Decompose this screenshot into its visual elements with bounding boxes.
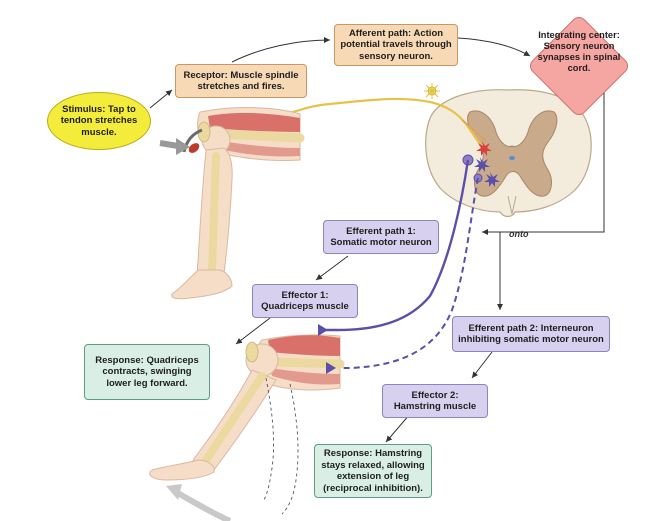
motor-neuron-paths <box>320 159 479 369</box>
central-canal <box>509 156 515 160</box>
spinal-cord-cross-section <box>425 89 592 218</box>
response-2-text: Response: Hamstring stays relaxed, allow… <box>321 448 425 494</box>
arrow-receptor-to-afferent <box>231 37 331 63</box>
afferent-path-label: Afferent path: Action potential travels … <box>334 24 458 66</box>
efferent-path-2-label: Efferent path 2: Interneuron inhibiting … <box>452 316 610 352</box>
arrow-afferent-to-integrating <box>457 37 531 57</box>
arrow-integrating-to-efferent <box>482 90 605 235</box>
receptor-label: Receptor: Muscle spindle stretches and f… <box>175 64 307 98</box>
flow-arrows <box>149 37 605 443</box>
arrow-effector2-to-response2 <box>385 413 411 443</box>
response-1-label: Response: Quadriceps contracts, swinging… <box>84 344 210 400</box>
receptor-text: Receptor: Muscle spindle stretches and f… <box>183 69 299 93</box>
arrow-efferent2-to-effector2 <box>471 351 493 379</box>
motor-end-plates <box>318 324 336 374</box>
response-2-label: Response: Hamstring stays relaxed, allow… <box>314 444 432 498</box>
effector-2-text: Effector 2: Hamstring muscle <box>393 389 477 413</box>
efferent-path-2-text: Efferent path 2: Interneuron inhibiting … <box>458 322 604 346</box>
upper-leg-illustration <box>159 107 305 300</box>
effector-2-label: Effector 2: Hamstring muscle <box>382 384 488 418</box>
response-1-text: Response: Quadriceps contracts, swinging… <box>95 354 199 389</box>
onto-label: onto <box>509 229 529 239</box>
integrating-center-label: Integrating center: Sensory neuron synap… <box>526 13 632 119</box>
arrow-stimulus-to-receptor <box>149 89 173 109</box>
effector-1-text: Effector 1: Quadriceps muscle <box>261 289 349 313</box>
effector-1-label: Effector 1: Quadriceps muscle <box>252 284 358 318</box>
stimulus-label: Stimulus: Tap to tendon stretches muscle… <box>47 92 151 150</box>
sensory-neuron-path <box>251 83 487 149</box>
efferent-path-1-label: Efferent path 1: Somatic motor neuron <box>323 220 439 254</box>
stimulus-text: Stimulus: Tap to tendon stretches muscle… <box>60 103 138 138</box>
integrating-center-text: Integrating center: Sensory neuron synap… <box>537 30 621 73</box>
lower-leg-illustration <box>149 334 345 521</box>
afferent-path-text: Afferent path: Action potential travels … <box>340 27 452 62</box>
arrow-to-efferent2 <box>482 231 503 310</box>
arrow-efferent1-to-effector1 <box>315 255 349 281</box>
arrow-effector1-to-response1 <box>235 317 271 345</box>
efferent-path-1-text: Efferent path 1: Somatic motor neuron <box>330 225 432 249</box>
